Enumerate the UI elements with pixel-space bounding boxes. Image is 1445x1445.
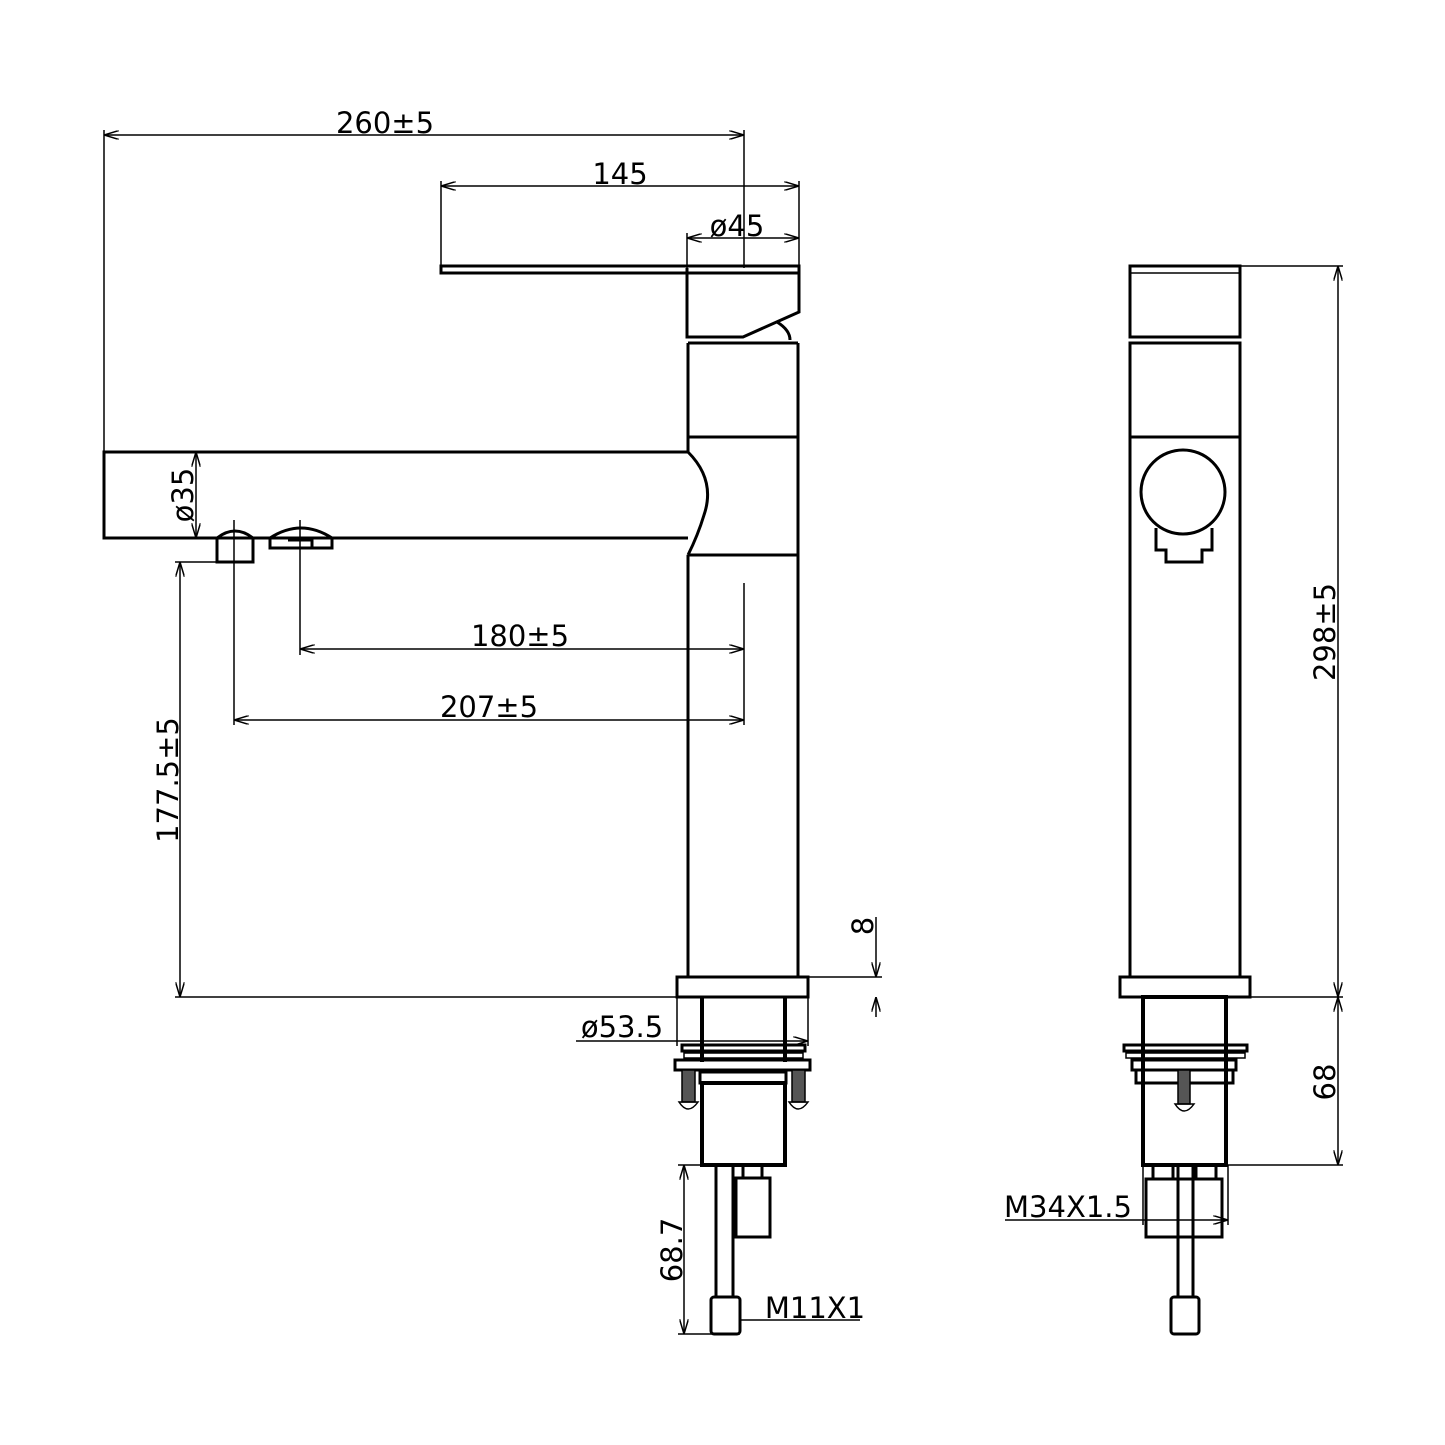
hose [1176, 1163, 1195, 1299]
dim-overall-length: 260±5 [336, 106, 434, 140]
screw [1177, 1069, 1191, 1105]
handle-body [685, 268, 801, 339]
mount-plate [673, 1058, 812, 1072]
dim-base-height: 8 [846, 917, 880, 935]
hose-fitting [1169, 1295, 1201, 1336]
spout-end [1139, 448, 1227, 536]
handle-pivot [776, 320, 792, 341]
dim-shank-length: 68 [1308, 1064, 1342, 1101]
dim-spout-diameter: ø35 [166, 468, 200, 523]
side-view: 260±5 145 ø45 ø35 180±5 207±5 177.5±5 8 … [102, 106, 882, 1336]
hose-thread: M11X1 [765, 1291, 865, 1325]
dim-outlet-reach: 207±5 [440, 690, 538, 724]
dim-outlet-height: 177.5±5 [151, 717, 185, 843]
hose-fitting [709, 1295, 742, 1336]
mounting-nut [700, 1081, 787, 1167]
dimension-lines [1005, 265, 1343, 1225]
base-flange [1118, 975, 1252, 999]
dim-aerator-reach: 180±5 [471, 619, 569, 653]
spout [102, 450, 710, 556]
faucet-column [686, 341, 800, 977]
aerator [1154, 528, 1214, 564]
dim-hose-length: 68.7 [655, 1218, 689, 1283]
front-view: 298±5 68 M34X1.5 [1004, 264, 1343, 1336]
shank-thread: M34X1.5 [1004, 1190, 1132, 1224]
dimension-lines [103, 130, 882, 1335]
handle-lever [439, 264, 801, 275]
aerator-small [215, 529, 255, 564]
handle-cap [1128, 264, 1242, 339]
hose-connector [734, 1176, 772, 1239]
hose-connectors [1144, 1177, 1224, 1239]
washer [680, 1043, 807, 1053]
washer [1122, 1043, 1249, 1053]
dim-overall-height: 298±5 [1308, 583, 1342, 681]
dim-handle-diameter: ø45 [710, 209, 765, 243]
screw-left [677, 1069, 700, 1110]
dim-base-diameter: ø53.5 [581, 1010, 663, 1044]
base-flange [675, 975, 810, 999]
hose [714, 1163, 735, 1299]
screw-right [787, 1069, 810, 1110]
dim-handle-length: 145 [592, 157, 647, 191]
